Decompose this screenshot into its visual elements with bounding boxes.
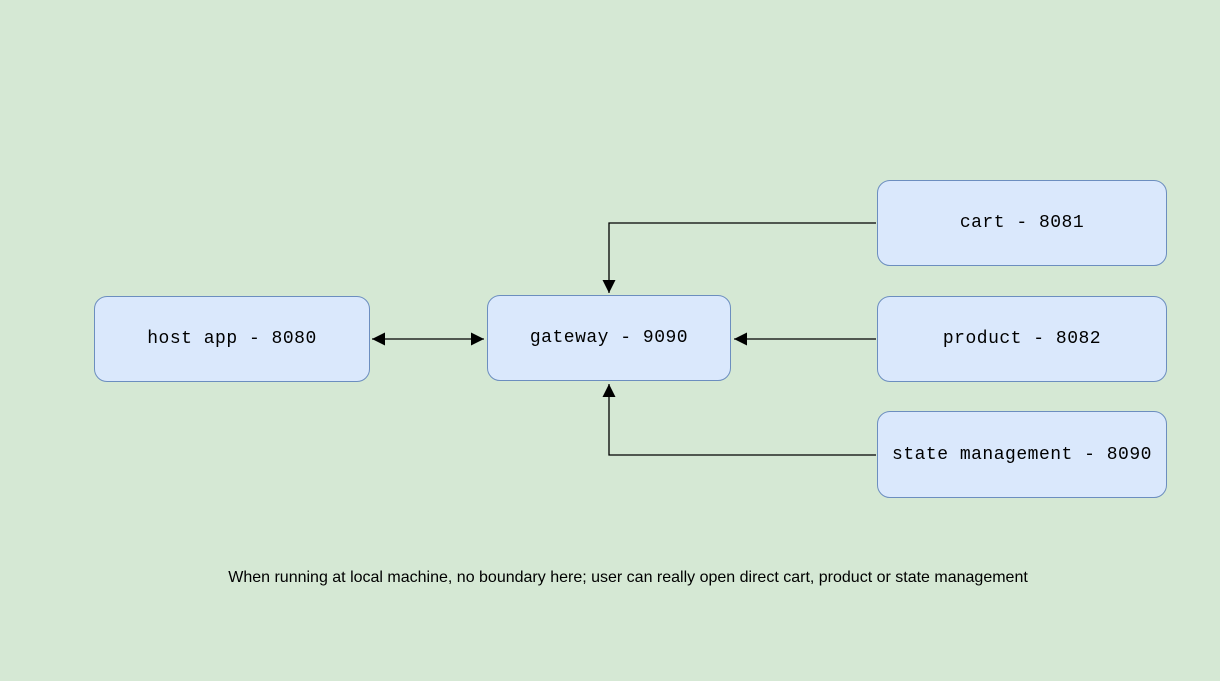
node-product-label: product - 8082 <box>942 329 1102 349</box>
node-gateway-label: gateway - 9090 <box>529 328 689 348</box>
node-product: product - 8082 <box>877 296 1167 382</box>
edge-cart-gateway <box>602 222 876 293</box>
node-gateway: gateway - 9090 <box>487 295 731 381</box>
node-host-app-label: host app - 8080 <box>147 329 317 349</box>
node-host-app: host app - 8080 <box>94 296 370 382</box>
edge-state-management-gateway <box>602 384 876 456</box>
node-cart: cart - 8081 <box>877 180 1167 266</box>
node-cart-label: cart - 8081 <box>959 213 1085 233</box>
node-state-management-label: state management - 8090 <box>892 444 1152 465</box>
diagram-caption: When running at local machine, no bounda… <box>228 569 1028 586</box>
node-state-management: state management - 8090 <box>877 411 1167 498</box>
